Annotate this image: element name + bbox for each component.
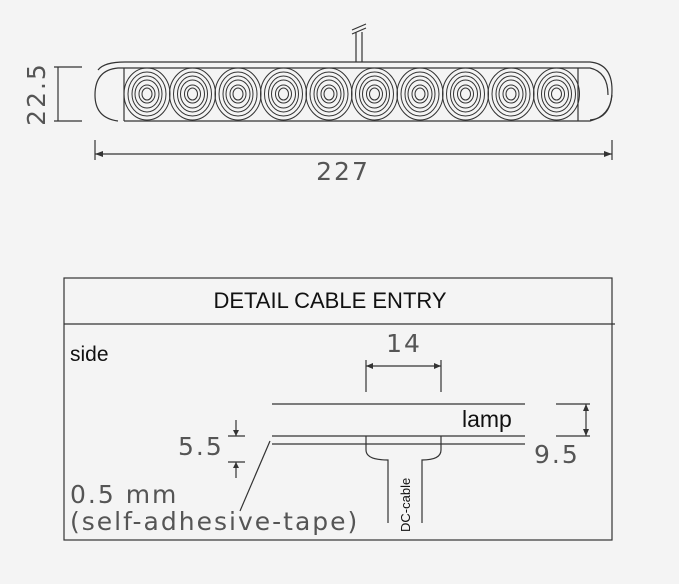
lamp-label: lamp	[462, 406, 512, 432]
led-lenses	[123, 67, 580, 121]
detail-title: DETAIL CABLE ENTRY	[213, 288, 446, 313]
tape-thickness-label: 0.5 mm	[70, 480, 178, 509]
length-dimension: 227	[94, 140, 613, 186]
height-dimension-label: 22.5	[22, 62, 51, 126]
lamp-top-view	[94, 23, 613, 122]
led-lens	[442, 67, 489, 121]
length-dimension-label: 227	[316, 157, 370, 186]
led-lens	[169, 67, 216, 121]
detail-cable-entry: DETAIL CABLE ENTRY side 14 lamp DC-cable…	[63, 277, 615, 541]
led-lens	[214, 67, 262, 121]
led-lens	[351, 67, 398, 121]
side-label: side	[70, 343, 109, 366]
tape-label: (self-adhesive-tape)	[70, 507, 359, 536]
led-lens	[123, 67, 171, 121]
led-lens	[260, 67, 307, 121]
dc-cable-label: DC-cable	[398, 478, 413, 532]
lamp-height-label: 9.5	[534, 440, 580, 469]
total-height-label: 5.5	[178, 432, 224, 461]
height-dimension: 22.5	[22, 62, 82, 126]
led-lens	[305, 67, 353, 121]
led-lens	[487, 67, 535, 121]
cable-width-label: 14	[386, 329, 422, 358]
led-lens	[533, 67, 580, 121]
led-lens	[396, 67, 444, 121]
